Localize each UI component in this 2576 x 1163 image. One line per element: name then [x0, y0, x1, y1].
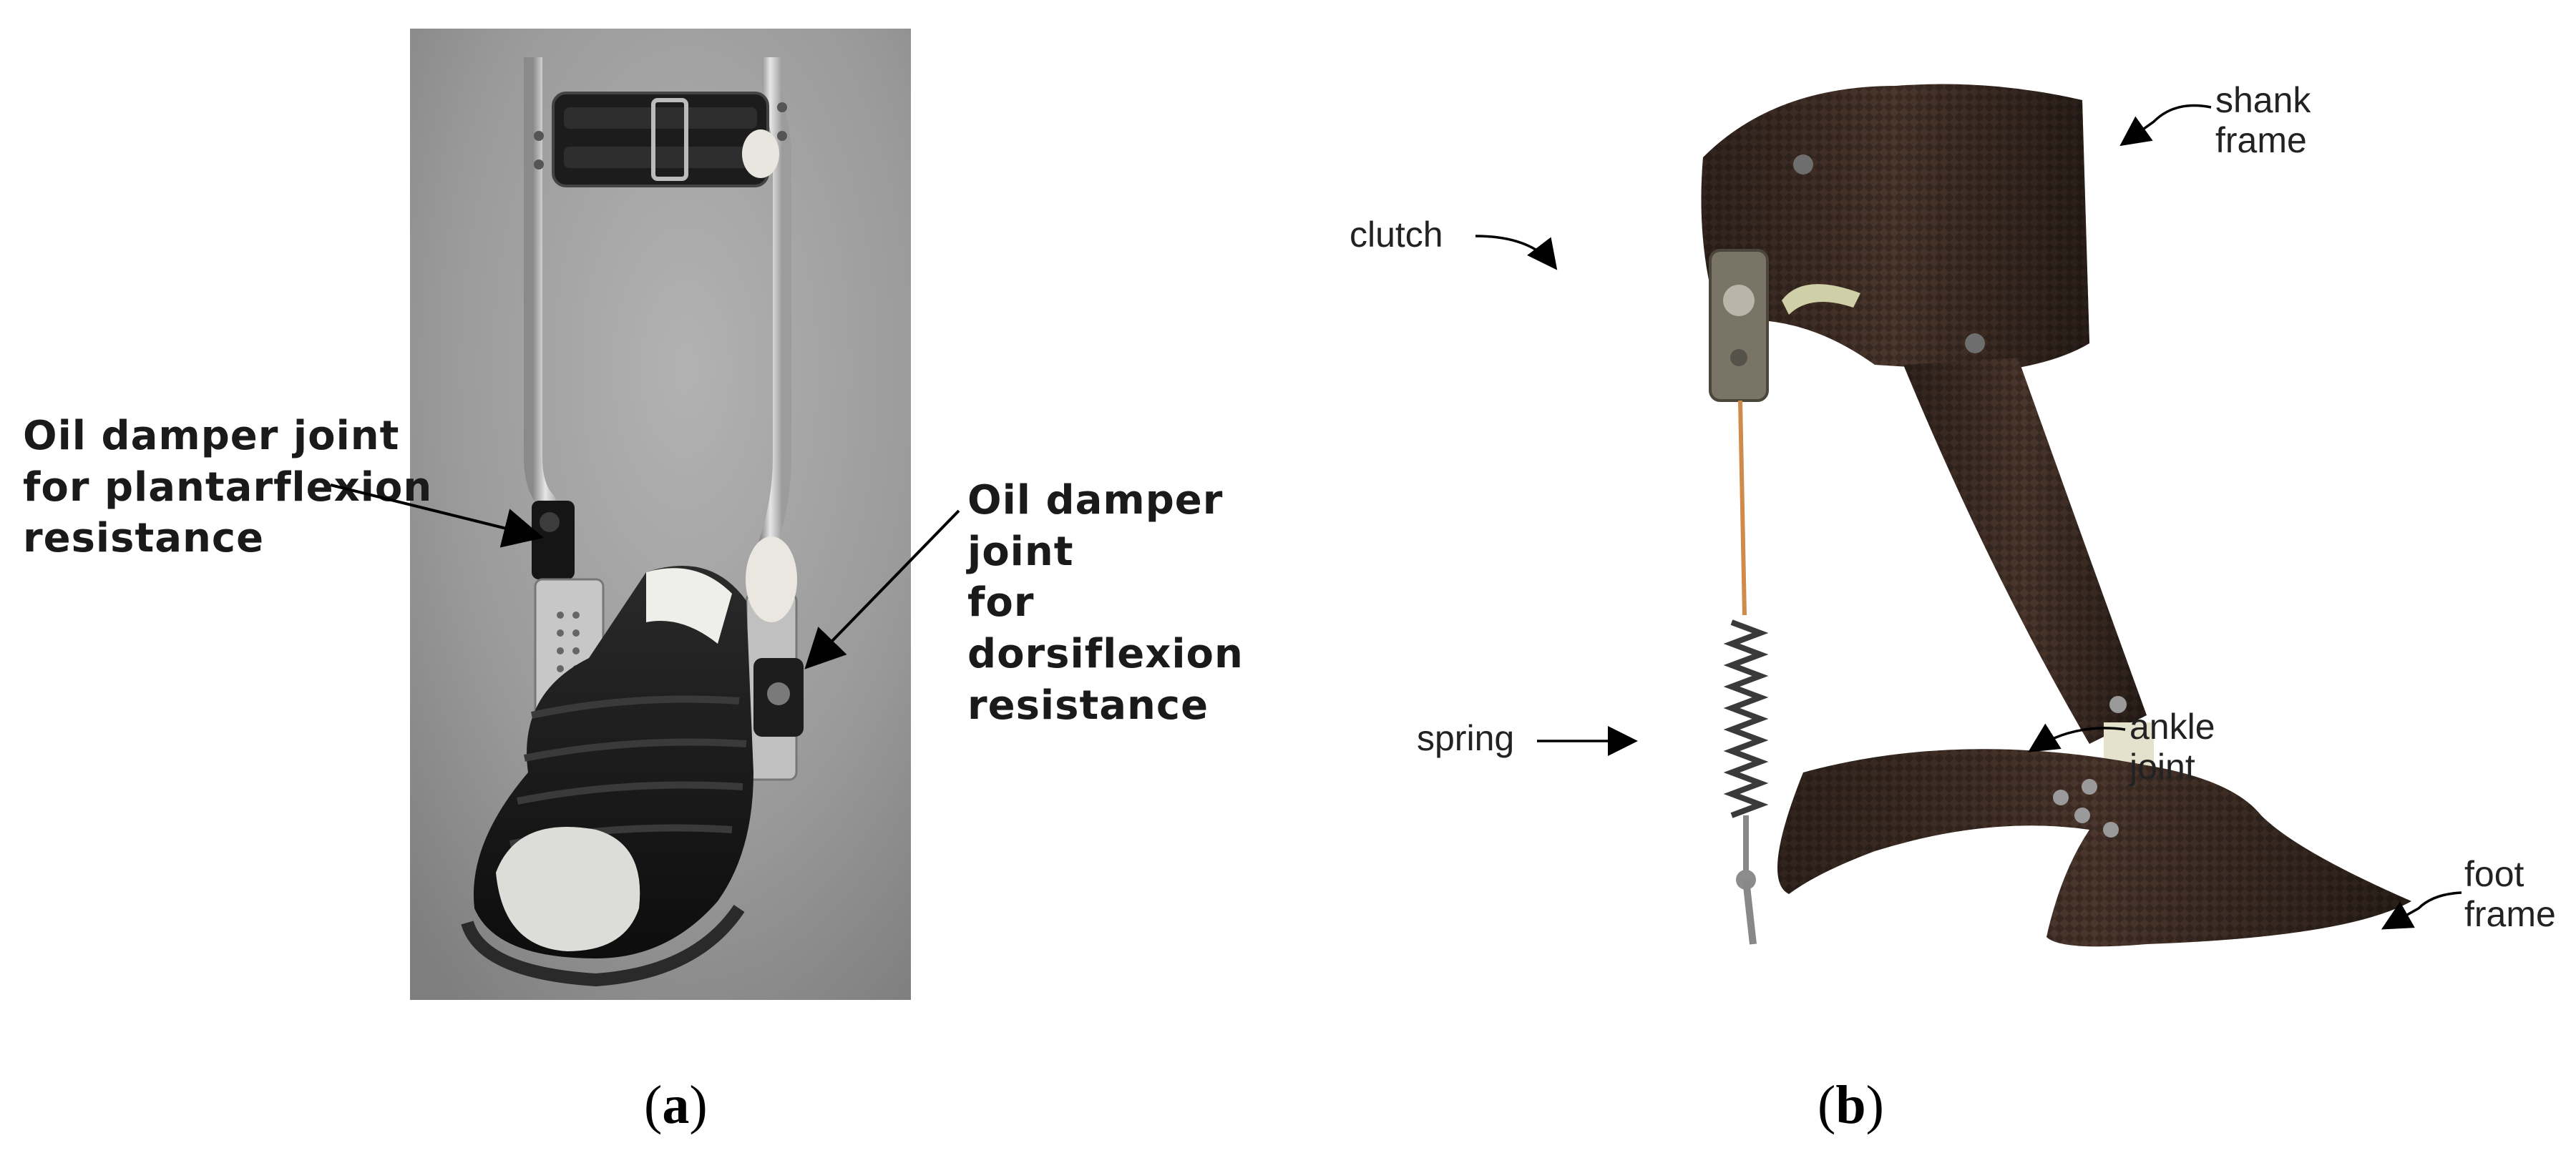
- panel-b: shank frame clutch spring ankle joint fo…: [1288, 0, 2576, 1163]
- label-dorsiflexion-damper: Oil damper joint for dorsiflexion resist…: [967, 477, 1244, 729]
- label-ankle-joint: ankle joint: [2129, 707, 2215, 787]
- label-shank-frame: shank frame: [2215, 80, 2311, 160]
- label-spring: spring: [1417, 718, 1515, 758]
- orthosis-photo-a: [410, 29, 911, 1000]
- panel-a: Oil damper joint for plantarflexion resi…: [23, 29, 1244, 1135]
- label-clutch: clutch: [1350, 215, 1443, 255]
- label-foot-frame: foot frame: [2464, 854, 2556, 934]
- leader-clutch: [1475, 235, 1558, 270]
- orthosis-render-b: [1701, 84, 2411, 947]
- panel-tag-a: (a): [644, 1075, 708, 1135]
- label-plantarflexion-damper: Oil damper joint for plantarflexion resi…: [23, 413, 433, 562]
- panel-tag-b: (b): [1818, 1075, 1884, 1135]
